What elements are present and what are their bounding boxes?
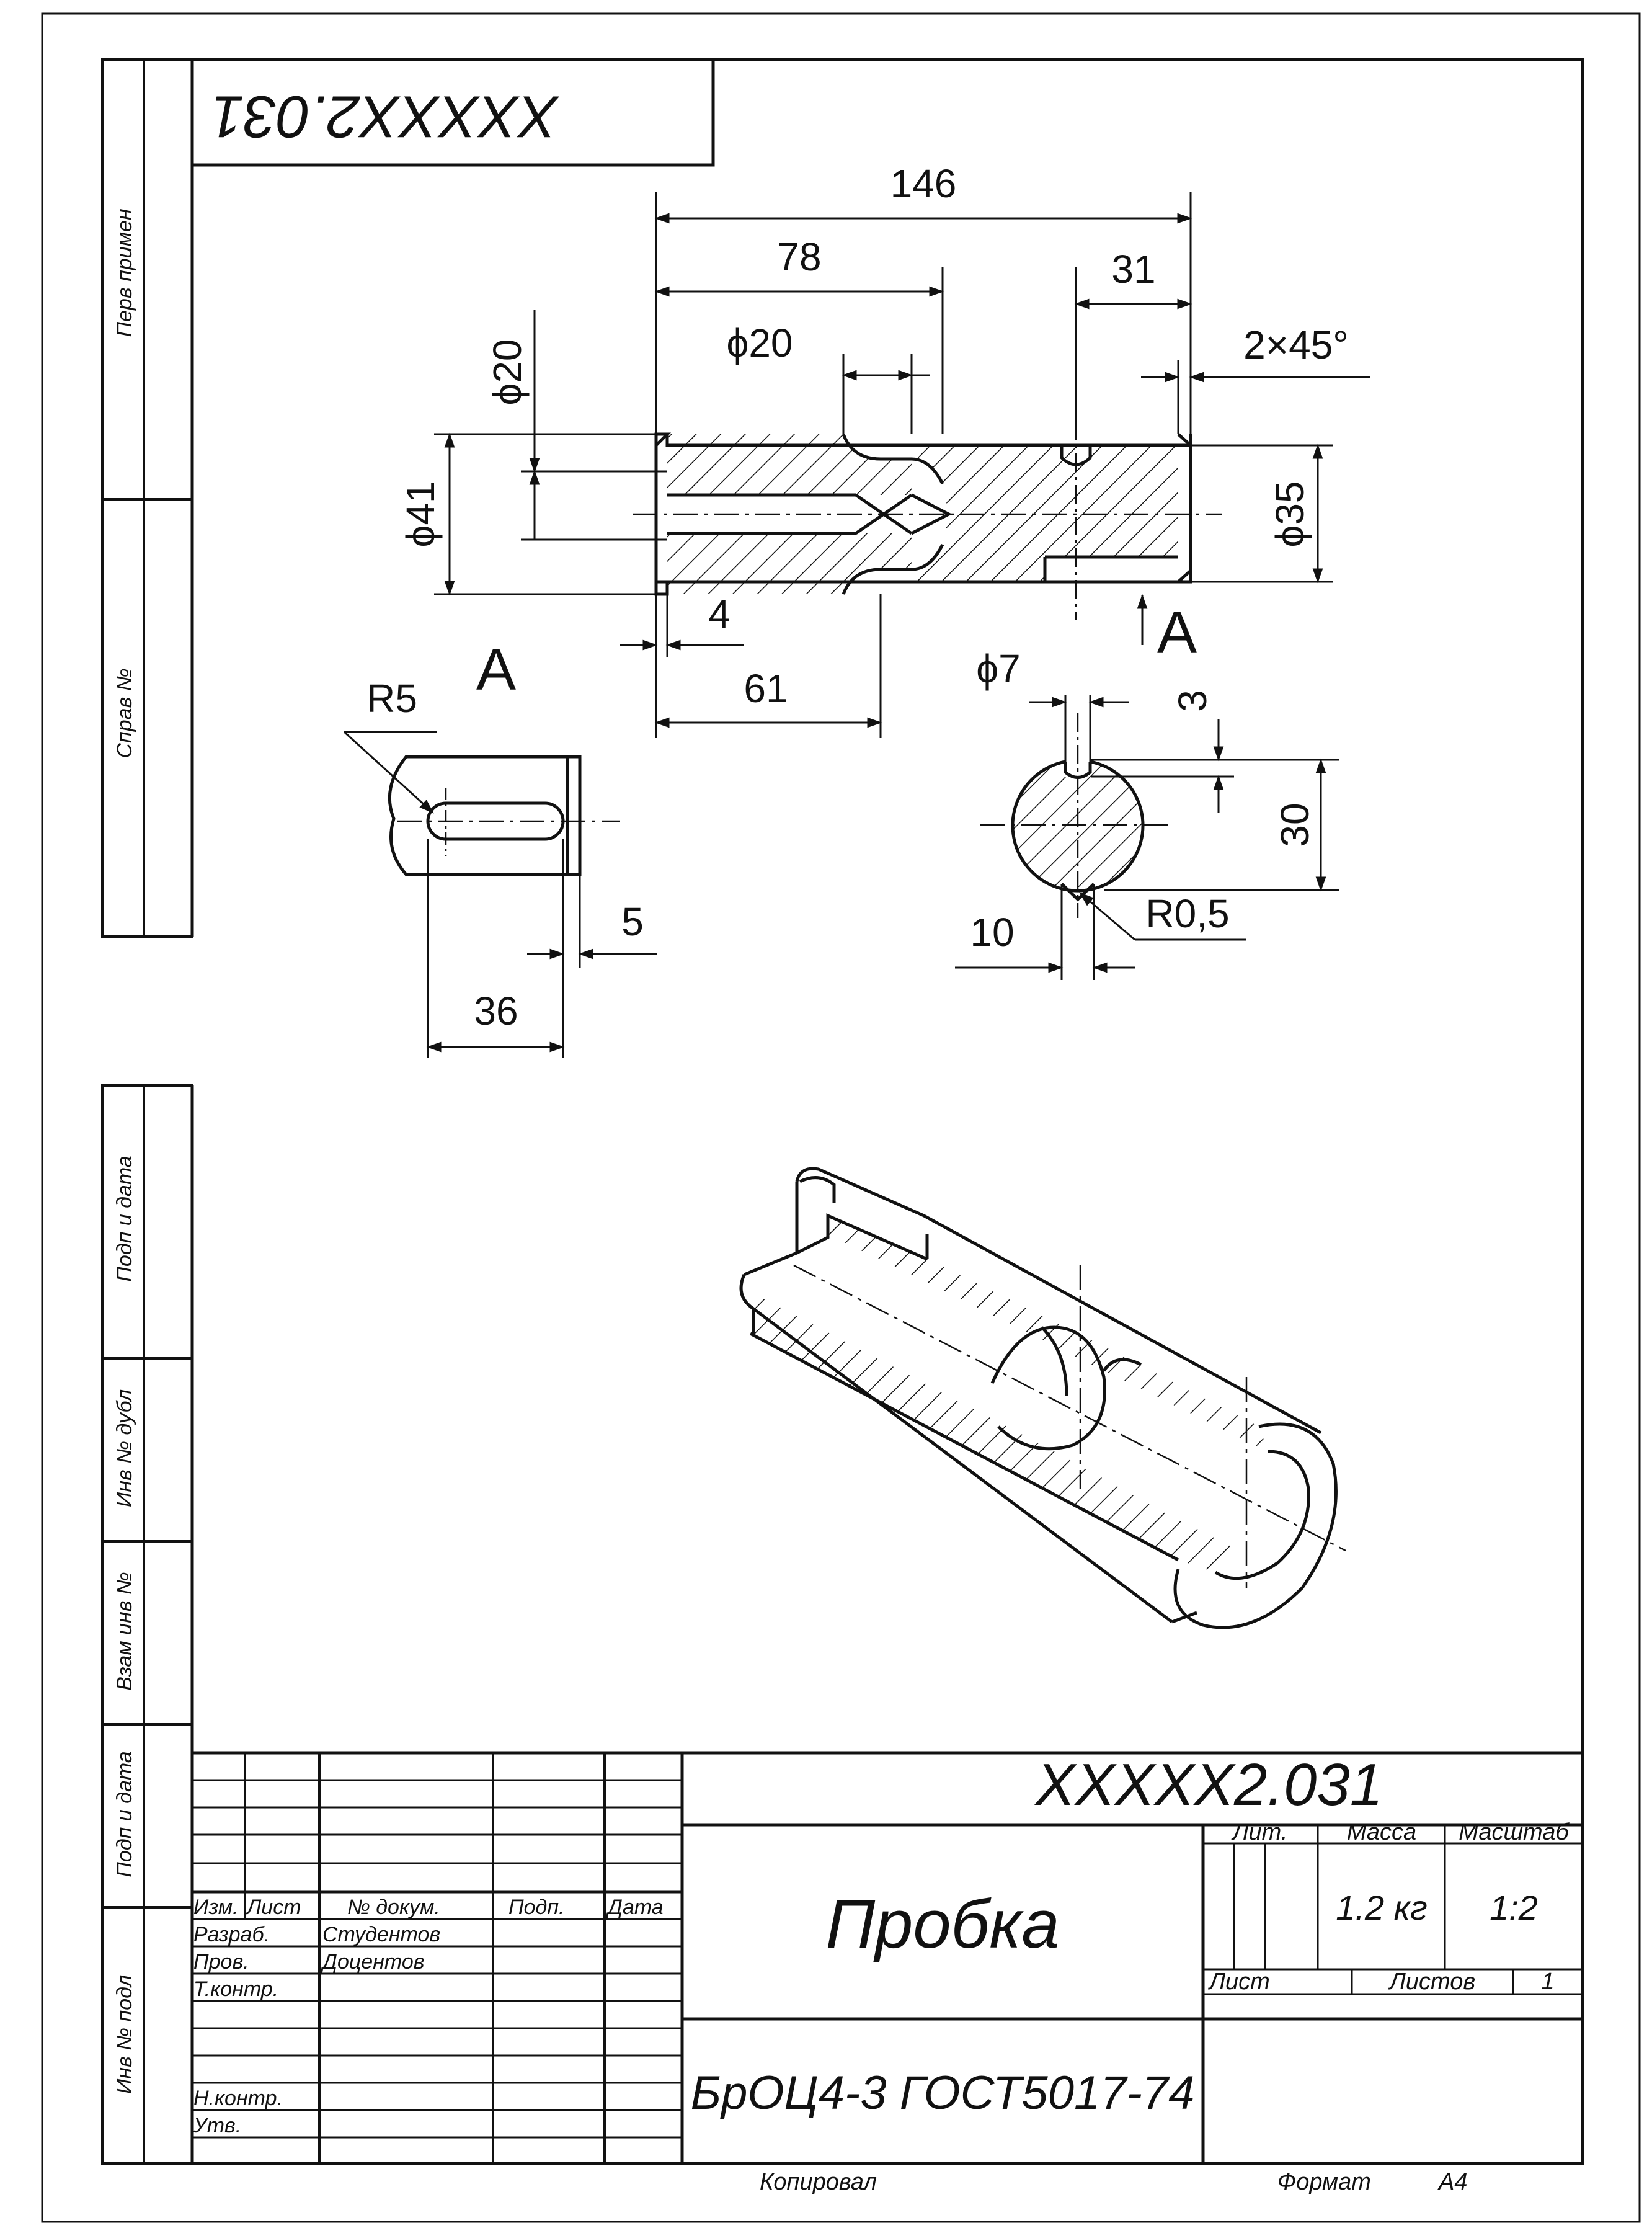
role-nkontr: Н.контр. (193, 2087, 283, 2110)
header-massa: Масса (1347, 1819, 1416, 1845)
outer-frame (41, 12, 1641, 2223)
dim-phi20-left-text: ϕ20 (485, 339, 530, 405)
footer-kopiroval: Копировал (760, 2169, 877, 2195)
dim-10-text: 10 (970, 910, 1014, 955)
col-izm: Изм. (193, 1896, 239, 1919)
mass-value: 1.2 кг (1336, 1888, 1427, 1927)
col-nom-dokum: № докум. (347, 1896, 440, 1919)
view-a-outline (388, 755, 582, 876)
person-prov: Доцентов (320, 1950, 425, 1974)
dim-5-text: 5 (621, 899, 644, 944)
label-inv-podl: Инв № подл (113, 1975, 136, 2094)
section-a-a (980, 713, 1172, 918)
dim-4-text: 4 (708, 592, 731, 636)
iso-outer-top (795, 1167, 1322, 1435)
top-stamp-box (190, 58, 715, 167)
hatch-lower-left (667, 533, 912, 594)
dim-r5-leader (343, 731, 434, 814)
title-block-lines (192, 1751, 1583, 2163)
listov-value: 1 (1541, 1969, 1554, 1995)
title-block-texts: XXXXX2.031 Пробка БрОЦ4-3 ГОСТ5017-74 Ли… (193, 1752, 1570, 2137)
view-a-dimensions (343, 731, 657, 1058)
dim-chamfer-text: 2×45° (1243, 323, 1349, 367)
label-inv-dubl: Инв № дубл (113, 1389, 136, 1507)
label-podp-data-2: Подп и дата (113, 1751, 136, 1877)
left-strip-labels: Перв примен Справ № Подп и дата Инв № ду… (113, 208, 136, 2094)
isometric-axes (793, 1264, 1346, 1588)
label-vzam-inv: Взам инв № (113, 1572, 136, 1690)
iso-hatch-lower (750, 1293, 1234, 1572)
col-podp: Подп. (508, 1896, 565, 1919)
view-label-a: A (476, 636, 516, 703)
main-dimensions (434, 192, 1370, 738)
dim-r5-text: R5 (366, 676, 417, 721)
main-dimension-texts: 146 78 31 ϕ20 2×45° ϕ20 ϕ41 ϕ35 4 61 (398, 161, 1349, 711)
material: БрОЦ4-3 ГОСТ5017-74 (691, 2067, 1195, 2119)
dim-31-text: 31 (1111, 247, 1155, 292)
main-section-view (633, 422, 1222, 620)
dim-61-text: 61 (744, 666, 788, 711)
role-prov: Пров. (193, 1950, 249, 1974)
section-a-a-dimensions (955, 695, 1339, 980)
dim-36-text: 36 (474, 989, 518, 1033)
dim-r05-text: R0,5 (1145, 891, 1229, 936)
dim-phi41-text: ϕ41 (398, 481, 443, 547)
role-utv: Утв. (193, 2114, 241, 2137)
label-sprav-no: Справ № (113, 668, 136, 758)
dim-146-text: 146 (890, 161, 957, 206)
role-razrab: Разраб. (193, 1923, 270, 1946)
label-podp-data-1: Подп и дата (113, 1156, 136, 1281)
col-list: Лист (246, 1896, 301, 1919)
isometric-view (739, 1167, 1338, 1629)
list-label: Лист (1207, 1969, 1270, 1995)
dim-78-text: 78 (777, 234, 821, 279)
main-body-outline (654, 432, 1192, 596)
header-lit: Лит. (1231, 1819, 1288, 1845)
hatch-upper-left (667, 434, 912, 495)
role-tkontr: Т.контр. (193, 1977, 278, 2001)
view-a (388, 755, 620, 876)
left-strips (101, 58, 193, 2165)
iso-end-ring (1173, 1422, 1338, 1629)
section-a-a-outline (1011, 760, 1145, 893)
dim-3-text: 3 (1170, 690, 1215, 712)
view-a-dimension-texts: R5 36 5 (366, 676, 644, 1033)
part-name: Пробка (825, 1886, 1059, 1962)
person-razrab: Студентов (322, 1923, 440, 1946)
header-masshtab: Масштаб (1459, 1819, 1570, 1845)
dim-r05-leader (1079, 892, 1135, 941)
dim-phi7-text: ϕ7 (976, 646, 1020, 691)
dim-phi20-top-text: ϕ20 (726, 321, 793, 365)
label-perv-primen: Перв примен (113, 208, 136, 337)
iso-outer-bottom (739, 1274, 1173, 1624)
cut-label-a: A (1157, 599, 1197, 666)
section-a-a-dimension-texts: ϕ7 3 30 R0,5 10 (970, 646, 1317, 955)
dim-phi35-text: ϕ35 (1268, 481, 1312, 547)
footer-format-label: Формат (1277, 2169, 1371, 2195)
footer-format-value: А4 (1437, 2169, 1467, 2195)
dim-30-text: 30 (1272, 803, 1317, 847)
listov-label: Листов (1388, 1969, 1475, 1995)
col-data: Дата (605, 1896, 664, 1919)
designation: XXXXX2.031 (1034, 1752, 1383, 1818)
scale-value: 1:2 (1490, 1888, 1538, 1927)
top-stamp-code: XXXXX2.031 (211, 84, 559, 150)
